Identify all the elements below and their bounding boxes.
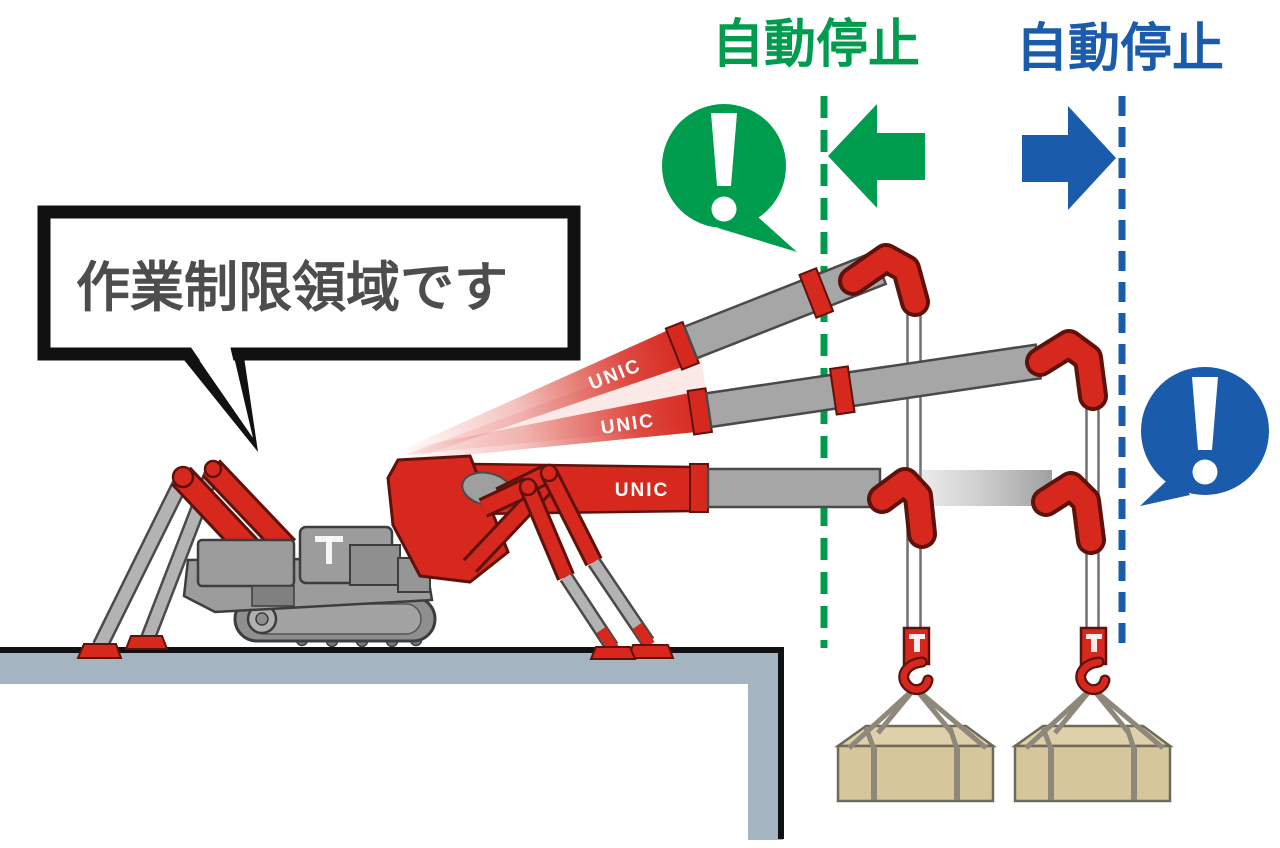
boom-head-mid <box>1025 329 1108 411</box>
boom-head-steep <box>838 243 930 317</box>
boom-head-extended <box>1031 471 1106 555</box>
blue-exclamation-icon <box>1140 367 1269 506</box>
spider-crane <box>76 454 675 660</box>
blue-limit-annotations: 自動停止 <box>1016 20 1269 506</box>
right-arrow-icon <box>1022 106 1116 210</box>
speech-bubble-text: 作業制限領域です <box>76 257 508 318</box>
unic-logo-bottom: UNIC <box>615 480 669 501</box>
load-right <box>1015 628 1170 801</box>
boom-steep-raised: UNIC <box>402 250 888 461</box>
boom-head-retracted <box>867 467 937 549</box>
load-left <box>838 628 993 801</box>
outrigger-right <box>478 463 675 660</box>
speech-bubble: 作業制限領域です <box>37 205 581 452</box>
green-limit-annotations: 自動停止 <box>662 16 925 252</box>
crane-body <box>182 525 434 614</box>
left-arrow-icon <box>828 104 925 208</box>
green-limit-label: 自動停止 <box>712 16 920 74</box>
blue-limit-label: 自動停止 <box>1016 20 1224 78</box>
platform-ledge <box>0 647 784 840</box>
green-exclamation-icon <box>662 104 797 252</box>
